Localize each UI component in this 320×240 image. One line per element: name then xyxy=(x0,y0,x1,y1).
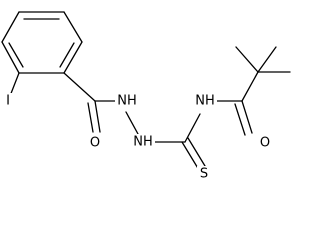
thiocarbon-nh-bond xyxy=(184,113,201,143)
c-i-bond xyxy=(9,72,20,97)
amide-nh-label: NH xyxy=(195,94,215,109)
left-carbonyl-oxygen-label: O xyxy=(90,136,100,151)
right-carbonyl-double-bond xyxy=(234,100,253,136)
thione-sulfur-label: S xyxy=(200,167,208,182)
nh-nh-bond xyxy=(125,111,139,135)
molecule-structure-diagram: I O NH NH NH S O xyxy=(1,11,291,182)
left-carbonyl-double-bond xyxy=(87,100,101,133)
atom-labels: I O NH NH NH S O xyxy=(2,93,272,182)
iodine-atom-label: I xyxy=(6,94,10,109)
right-carbonyl-oxygen-label: O xyxy=(260,136,270,151)
hydrazide-nh-1-label: NH xyxy=(117,94,137,109)
ring-carbonyl-bond xyxy=(63,72,96,102)
tert-butyl-group xyxy=(235,46,291,73)
thione-double-bond xyxy=(181,137,206,171)
benzene-ring xyxy=(1,11,83,74)
carbonyl-quaternary-bond xyxy=(241,71,259,102)
hydrazide-nh-2-label: NH xyxy=(133,135,153,150)
